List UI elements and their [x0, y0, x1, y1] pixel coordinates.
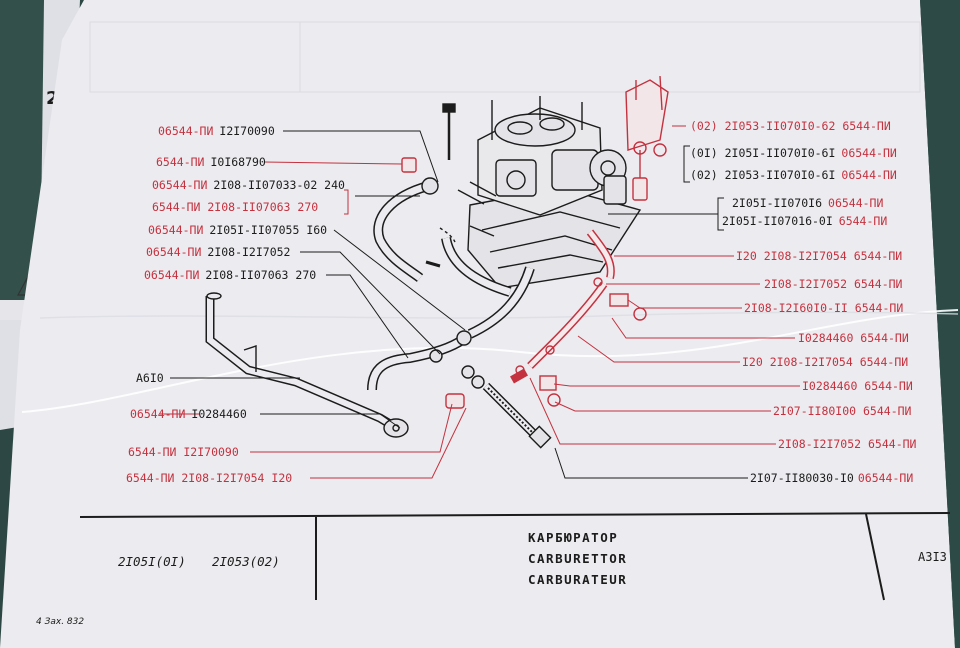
svg-text:6544-ПИ 2I08-I2I7054 I20: 6544-ПИ 2I08-I2I7054 I20 — [126, 471, 292, 485]
label-red: 6544-ПИ 2I08-II07063 270 — [152, 200, 318, 214]
title-block: 2I05I(0I) 2I053(02) КАРБЮРАТОР CARBURETT… — [36, 512, 951, 627]
title-fr: CARBURATEUR — [528, 572, 627, 587]
svg-text:2I08-I2I60I0-II 6544-ПИ: 2I08-I2I60I0-II 6544-ПИ — [744, 301, 903, 315]
page-code: A3I3 — [918, 550, 947, 564]
model-1: 2I053(02) — [212, 554, 280, 569]
label-part-number: I2I70090 — [219, 124, 274, 138]
red-leader-lines — [160, 125, 800, 479]
label-red: 06544-ПИ — [146, 245, 201, 259]
leader-lines — [170, 130, 748, 479]
label-part-number: 2I05I-II070I6 — [732, 196, 822, 210]
label-red: 06544-ПИ — [158, 124, 213, 138]
label-part-number: 2I08-II07063 270 — [205, 268, 316, 282]
model-0: 2I05I(0I) — [118, 554, 186, 569]
svg-text:6544-ПИ I2I70090: 6544-ПИ I2I70090 — [128, 445, 239, 459]
print-mark: 4 Зах. 832 — [36, 617, 84, 627]
label-red: 2I07-II80I00 6544-ПИ — [773, 404, 912, 418]
label-part-number: 2I08-I2I7052 — [207, 245, 290, 259]
title-en: CARBURETTOR — [528, 551, 627, 566]
label-red: 2I08-I2I7052 6544-ПИ — [764, 277, 903, 291]
label-part-number: (0I) 2I05I-II070I0-6I — [690, 146, 835, 160]
svg-text:6544-ПИ 2I08-II07063 270: 6544-ПИ 2I08-II07063 270 — [152, 200, 318, 214]
svg-text:I20 2I08-I2I7054 6544-ПИ: I20 2I08-I2I7054 6544-ПИ — [736, 249, 902, 263]
label-red: I20 2I08-I2I7054 6544-ПИ — [742, 355, 908, 369]
label-red: 06544-ПИ — [841, 168, 896, 182]
label-part-number: I0284460 — [191, 407, 246, 421]
label-red: 2I08-I2I60I0-II 6544-ПИ — [744, 301, 903, 315]
bracket-lines — [683, 145, 724, 231]
svg-text:2I08-I2I7052 6544-ПИ: 2I08-I2I7052 6544-ПИ — [764, 277, 903, 291]
label-part-number: I0I68790 — [210, 155, 265, 169]
svg-text:A6I0: A6I0 — [136, 371, 164, 385]
svg-text:2I08-I2I7052 6544-ПИ: 2I08-I2I7052 6544-ПИ — [778, 437, 917, 451]
label-red: 06544-ПИ — [828, 196, 883, 210]
label-red: 06544-ПИ — [152, 178, 207, 192]
binder-edge — [0, 0, 44, 310]
label-red: 6544-ПИ — [839, 214, 888, 228]
label-part-number: 2I05I-II07016-0I — [722, 214, 833, 228]
label-red: 2I08-I2I7052 6544-ПИ — [778, 437, 917, 451]
label-red: 06544-ПИ — [858, 471, 913, 485]
label-red: 06544-ПИ — [841, 146, 896, 160]
svg-text:2I07-II80I00 6544-ПИ: 2I07-II80I00 6544-ПИ — [773, 404, 912, 418]
title-ru: КАРБЮРАТОР — [528, 530, 618, 545]
labels-right: (02) 2I053-II070I0-62 6544-ПИ (0I) 2I05I… — [690, 119, 917, 485]
label-red: 6544-ПИ 2I08-I2I7054 I20 — [126, 471, 292, 485]
label-red: 6544-ПИ I2I70090 — [128, 445, 239, 459]
label-red: I20 2I08-I2I7054 6544-ПИ — [736, 249, 902, 263]
label-red: I0284460 6544-ПИ — [798, 331, 909, 345]
svg-text:I20 2I08-I2I7054 6544-ПИ: I20 2I08-I2I7054 6544-ПИ — [742, 355, 908, 369]
label-red: 06544-ПИ — [148, 223, 203, 237]
label-red: I0284460 6544-ПИ — [802, 379, 913, 393]
label-part-number: 2I08-II07033-02 240 — [213, 178, 345, 192]
svg-text:I0284460 6544-ПИ: I0284460 6544-ПИ — [802, 379, 913, 393]
label-part-number: A6I0 — [136, 371, 164, 385]
label-part-number: (02) 2I053-II070I0-6I — [690, 168, 835, 182]
label-red: (02) 2I053-II070I0-62 6544-ПИ — [690, 119, 891, 133]
carburettor-drawing — [205, 96, 642, 449]
svg-text:(02) 2I053-II070I0-62 6544-ПИ: (02) 2I053-II070I0-62 6544-ПИ — [690, 119, 891, 133]
label-red: 6544-ПИ — [156, 155, 205, 169]
label-part-number: 2I05I-II07055 I60 — [209, 223, 327, 237]
labels-left: 06544-ПИ I2I70090 6544-ПИ I0I68790 06544-П… — [126, 124, 345, 485]
label-red: 06544-ПИ — [144, 268, 199, 282]
svg-text:I0284460 6544-ПИ: I0284460 6544-ПИ — [798, 331, 909, 345]
paper-crease — [21, 309, 959, 413]
red-parts-overlay — [401, 75, 669, 409]
label-part-number: 2I07-II80030-I0 — [750, 471, 854, 485]
label-red: 06544-ПИ — [130, 407, 185, 421]
